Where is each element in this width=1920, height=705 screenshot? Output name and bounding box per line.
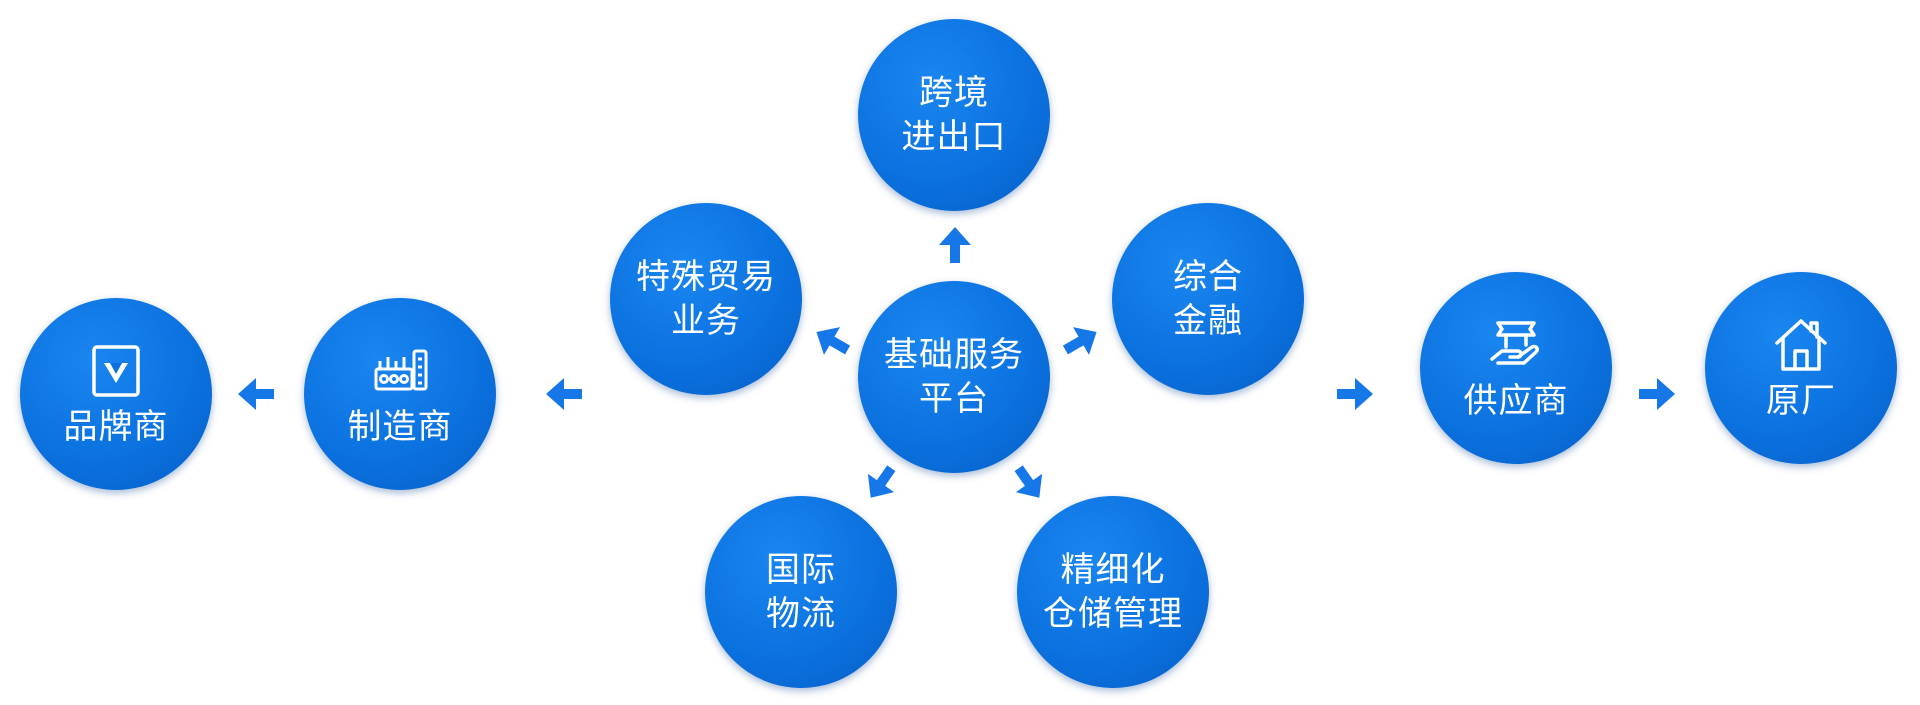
node-brand: 品牌商 bbox=[20, 298, 212, 490]
node-special-trade-business: 特殊贸易 业务 bbox=[610, 203, 802, 395]
node-basic-service-platform: 基础服务 平台 bbox=[858, 281, 1050, 473]
node-label: 原厂 bbox=[1766, 381, 1836, 421]
node-label: 供应商 bbox=[1463, 381, 1569, 421]
node-international-logistics: 国际 物流 bbox=[705, 496, 897, 688]
node-label: 制造商 bbox=[347, 407, 453, 447]
arrow-center-to-lower-left bbox=[848, 450, 915, 517]
node-fine-warehousing: 精细化 仓储管理 bbox=[1017, 496, 1209, 688]
arrow-to-original-factory bbox=[1633, 370, 1681, 418]
supplier-hand-icon bbox=[1490, 321, 1539, 365]
node-original-factory: 原厂 bbox=[1705, 272, 1897, 464]
node-cross-border-import-export: 跨境 进出口 bbox=[858, 19, 1050, 211]
brand-badge-icon bbox=[92, 345, 140, 397]
arrow-center-to-upper-left bbox=[799, 308, 865, 374]
node-label: 基础服务 平台 bbox=[884, 335, 1024, 419]
node-supplier: 供应商 bbox=[1420, 272, 1612, 464]
node-label: 特殊贸易 业务 bbox=[636, 257, 776, 341]
factory-icon bbox=[374, 349, 428, 391]
arrow-to-brand bbox=[232, 370, 280, 418]
node-label: 跨境 进出口 bbox=[901, 73, 1007, 157]
arrow-center-to-top bbox=[931, 221, 979, 269]
node-label: 品牌商 bbox=[63, 407, 169, 447]
node-manufacturer: 制造商 bbox=[304, 298, 496, 490]
arrow-to-manufacturer bbox=[540, 370, 588, 418]
arrow-to-supplier bbox=[1331, 370, 1379, 418]
house-icon bbox=[1775, 319, 1827, 371]
arrow-center-to-lower-right bbox=[996, 450, 1063, 517]
node-label: 综合 金融 bbox=[1173, 257, 1243, 341]
arrow-center-to-upper-right bbox=[1048, 308, 1114, 374]
node-integrated-finance: 综合 金融 bbox=[1112, 203, 1304, 395]
node-label: 国际 物流 bbox=[766, 550, 836, 634]
node-label: 精细化 仓储管理 bbox=[1043, 550, 1183, 634]
